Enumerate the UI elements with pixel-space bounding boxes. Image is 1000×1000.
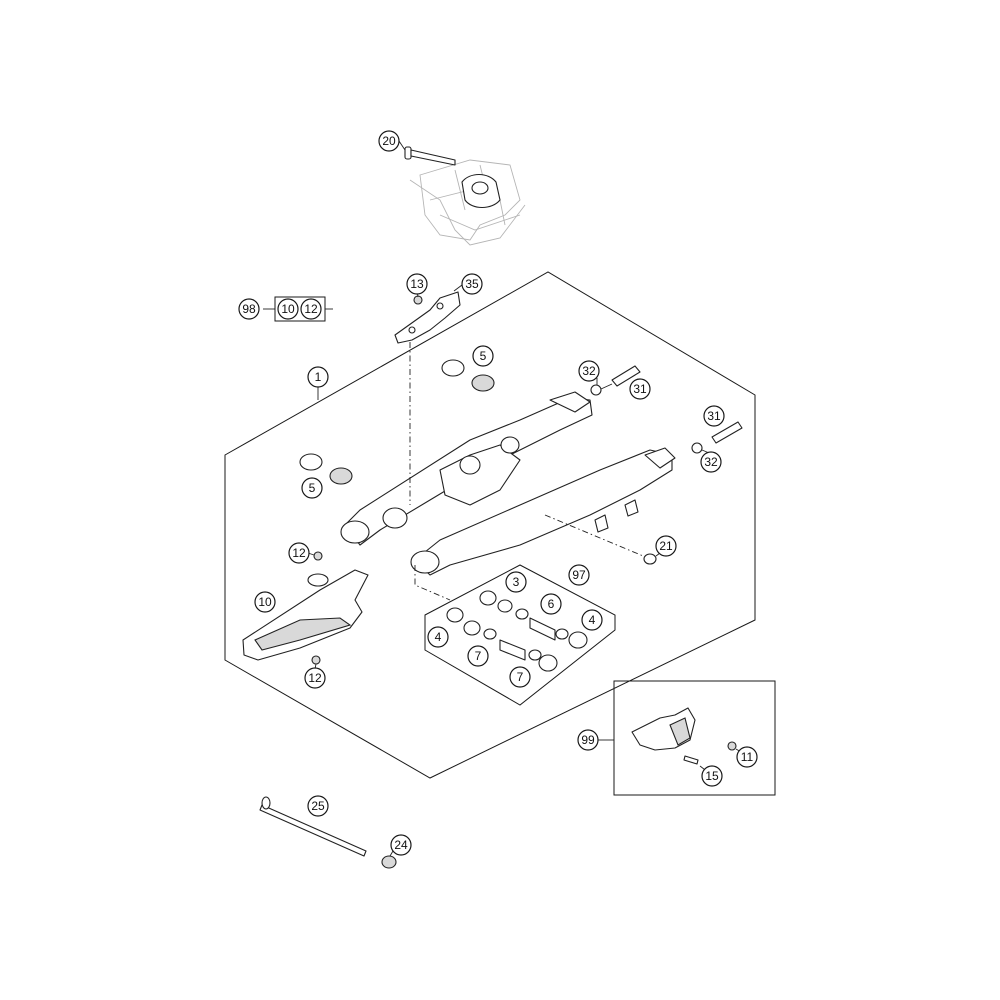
chain-adjuster-right <box>691 421 743 454</box>
callout-13: 13 <box>406 273 428 295</box>
frame-mount-ghost <box>409 159 526 246</box>
callout-99: 99 <box>577 729 599 751</box>
svg-text:7: 7 <box>517 670 524 684</box>
svg-text:31: 31 <box>633 382 647 396</box>
svg-text:12: 12 <box>292 546 306 560</box>
nut-11 <box>727 741 737 751</box>
svg-text:25: 25 <box>311 799 325 813</box>
callout-98: 98 <box>238 298 260 320</box>
swingarm-axle-25 <box>259 796 367 857</box>
callout-97: 97 <box>568 564 590 586</box>
bearing-kit-frame <box>424 564 616 706</box>
svg-text:4: 4 <box>435 630 442 644</box>
chain-guide-99 <box>631 707 696 751</box>
svg-text:35: 35 <box>465 277 479 291</box>
svg-text:5: 5 <box>309 481 316 495</box>
svg-text:7: 7 <box>475 649 482 663</box>
callout-31-right: 31 <box>703 405 725 427</box>
callout-32-right: 32 <box>700 451 722 473</box>
chain-guide-kit-frame <box>613 680 776 796</box>
callout-31-top: 31 <box>629 378 651 400</box>
callout-3: 3 <box>505 571 527 593</box>
callout-10: 10 <box>254 591 276 613</box>
callout-4-left: 4 <box>427 626 449 648</box>
svg-text:24: 24 <box>394 838 408 852</box>
callout-21: 21 <box>655 535 677 557</box>
callout-5-left: 5 <box>301 477 323 499</box>
callout-98-12: 12 <box>300 298 322 320</box>
svg-text:11: 11 <box>741 750 754 764</box>
assembly-line-bearing <box>414 565 451 601</box>
bearing-kit-97 <box>446 590 588 672</box>
callout-7-left: 7 <box>467 645 489 667</box>
chain-sliding-guard-10 <box>242 569 369 661</box>
callout-7-right: 7 <box>509 666 531 688</box>
callout-6: 6 <box>540 593 562 615</box>
callout-25: 25 <box>307 795 329 817</box>
svg-text:5: 5 <box>480 349 487 363</box>
callout-5-top: 5 <box>472 345 494 367</box>
callout-35: 35 <box>461 273 483 295</box>
swingarm-group-frame <box>224 271 756 779</box>
screw-13 <box>413 295 423 305</box>
svg-text:98: 98 <box>242 302 256 316</box>
svg-text:32: 32 <box>704 455 718 469</box>
plug-5-left <box>299 453 353 485</box>
svg-text:20: 20 <box>382 134 396 148</box>
callout-4-right: 4 <box>581 609 603 631</box>
nut-24 <box>381 855 397 869</box>
assembly-line-21 <box>544 514 649 559</box>
svg-text:10: 10 <box>281 302 295 316</box>
chain-guide-bracket-35 <box>394 291 461 344</box>
callout-12-top: 12 <box>288 542 310 564</box>
pivot-bolt-20 <box>404 146 456 166</box>
callout-20: 20 <box>378 130 400 152</box>
svg-text:4: 4 <box>589 613 596 627</box>
svg-text:15: 15 <box>705 769 719 783</box>
chain-adjuster-top <box>590 365 641 396</box>
svg-text:97: 97 <box>572 568 586 582</box>
svg-text:99: 99 <box>581 733 595 747</box>
callout-12-bottom: 12 <box>304 667 326 689</box>
callout-15: 15 <box>701 765 723 787</box>
callout-32-top: 32 <box>578 360 600 382</box>
svg-text:32: 32 <box>582 364 596 378</box>
bolt-15 <box>683 755 699 765</box>
svg-text:21: 21 <box>659 539 673 553</box>
svg-text:12: 12 <box>304 302 318 316</box>
swingarm-1 <box>340 391 676 576</box>
callout-24: 24 <box>390 834 412 856</box>
svg-text:13: 13 <box>410 277 424 291</box>
plug-5-top <box>441 359 495 392</box>
svg-text:1: 1 <box>315 370 322 384</box>
callout-98-10: 10 <box>277 298 299 320</box>
svg-text:12: 12 <box>308 671 322 685</box>
callout-11: 11 <box>736 746 758 768</box>
svg-text:3: 3 <box>513 575 520 589</box>
callout-1: 1 <box>307 366 329 388</box>
screw-12-top <box>313 551 323 561</box>
nut-21 <box>643 553 657 565</box>
screw-12-bottom <box>311 655 321 665</box>
svg-text:10: 10 <box>258 595 272 609</box>
svg-text:31: 31 <box>707 409 721 423</box>
svg-text:6: 6 <box>548 597 555 611</box>
leader-lines <box>263 140 747 857</box>
